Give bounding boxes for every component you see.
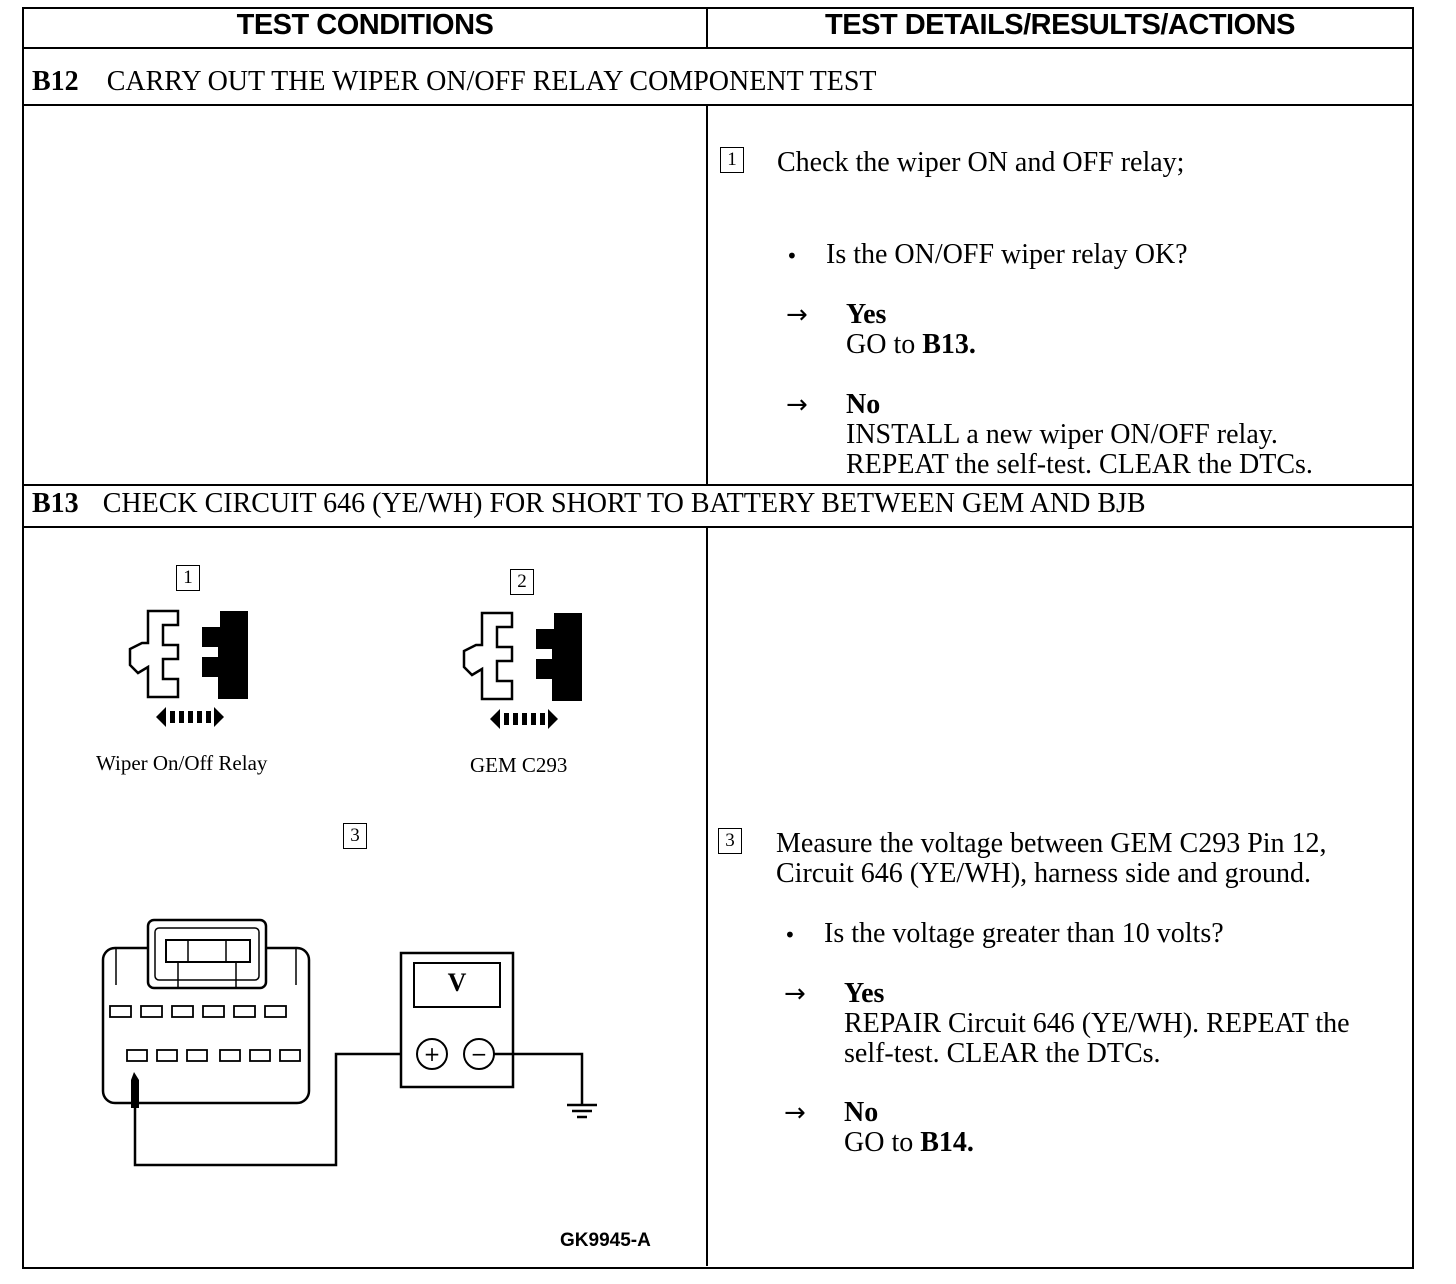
b12-bottom-divider (22, 484, 1412, 486)
b12-no-label: No (846, 389, 881, 420)
figure-2-number: 2 (510, 569, 534, 595)
b13-title: CHECK CIRCUIT 646 (YE/WH) FOR SHORT TO B… (102, 488, 1146, 519)
b12-yes-target: B13. (922, 329, 976, 360)
connector-disconnect-icon (462, 611, 582, 729)
header-test-details: TEST DETAILS/RESULTS/ACTIONS (825, 9, 1295, 41)
b12-no-line1: INSTALL a new wiper ON/OFF relay. (846, 419, 1278, 450)
b13-step-number: 3 (718, 828, 742, 854)
b12-step-text: Check the wiper ON and OFF relay; (777, 147, 1185, 178)
b12-title: CARRY OUT THE WIPER ON/OFF RELAY COMPONE… (106, 66, 877, 97)
meter-minus-terminal: − (470, 1042, 488, 1066)
b13-step-line2: Circuit 646 (YE/WH), harness side and gr… (776, 858, 1311, 889)
b12-step-number: 1 (720, 147, 744, 173)
col-divider-b12 (706, 104, 708, 486)
b13-question: Is the voltage greater than 10 volts? (824, 918, 1224, 949)
figure-1-number: 1 (176, 565, 200, 591)
b13-step-line1: Measure the voltage between GEM C293 Pin… (776, 828, 1327, 859)
b13-yes-line2: self-test. CLEAR the DTCs. (844, 1038, 1161, 1069)
b13-no-text: GO to (844, 1127, 914, 1158)
bullet-icon: • (786, 244, 798, 268)
header-test-conditions: TEST CONDITIONS (236, 9, 494, 41)
b13-yes-label: Yes (844, 978, 885, 1009)
table-frame (22, 7, 1414, 1269)
meter-plus-terminal: + (423, 1042, 441, 1066)
arrow-right-icon: → (786, 300, 808, 330)
b12-yes-text: GO to (846, 329, 916, 360)
header-divider (22, 47, 1412, 49)
figure-1-caption: Wiper On/Off Relay (96, 751, 268, 775)
b13-yes-line1: REPAIR Circuit 646 (YE/WH). REPEAT the (844, 1008, 1350, 1039)
figure-code: GK9945-A (560, 1230, 651, 1251)
b12-yes-label: Yes (846, 299, 887, 330)
bullet-icon: • (784, 923, 796, 947)
b12-title-row: B12 CARRY OUT THE WIPER ON/OFF RELAY COMP… (32, 66, 877, 98)
col-divider-b13 (706, 526, 708, 1266)
col-divider-header (706, 7, 708, 49)
connector-disconnect-icon (128, 609, 248, 727)
b12-id: B12 (32, 66, 79, 97)
arrow-right-icon: → (784, 979, 806, 1009)
b13-no-label: No (844, 1097, 879, 1128)
b12-title-divider (22, 104, 1412, 106)
b13-title-divider (22, 526, 1412, 528)
b13-id: B13 (32, 488, 79, 519)
b12-yes-action: GO to B13. (846, 330, 976, 360)
b12-no-line2: REPEAT the self-test. CLEAR the DTCs. (846, 449, 1313, 480)
b13-title-row: B13 CHECK CIRCUIT 646 (YE/WH) FOR SHORT T… (32, 488, 1146, 520)
arrow-right-icon: → (786, 390, 808, 420)
b12-question: Is the ON/OFF wiper relay OK? (826, 239, 1188, 270)
arrow-right-icon: → (784, 1098, 806, 1128)
b13-no-target: B14. (920, 1127, 974, 1158)
figure-2-caption: GEM C293 (470, 753, 568, 777)
b13-no-action: GO to B14. (844, 1128, 974, 1158)
figure-3-number: 3 (343, 823, 367, 849)
meter-display-label: V (447, 968, 467, 997)
